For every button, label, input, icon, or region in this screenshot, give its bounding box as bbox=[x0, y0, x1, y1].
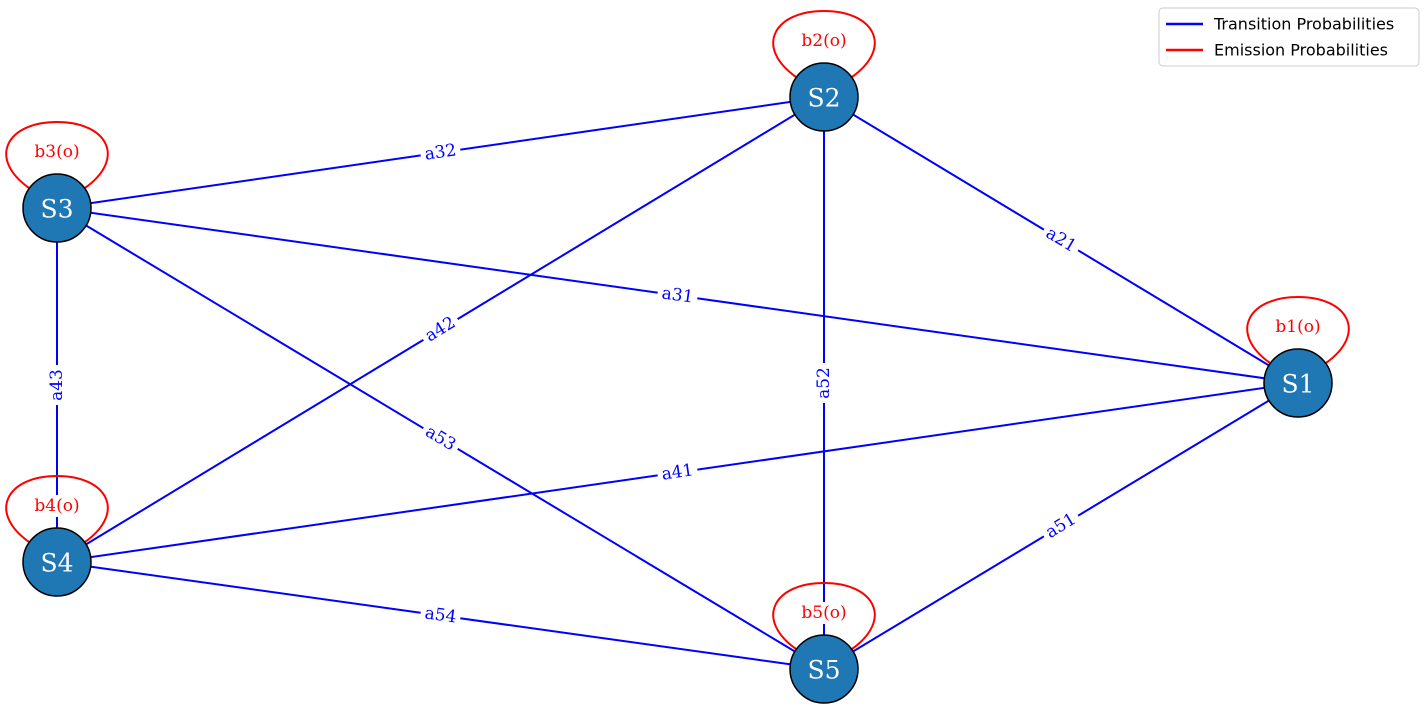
legend-transition-label: Transition Probabilities bbox=[1213, 15, 1394, 34]
state-label-S1: S1 bbox=[1281, 370, 1314, 399]
emission-label-bg bbox=[798, 30, 850, 52]
edge-label-bg bbox=[46, 365, 68, 405]
edge-labels-layer: a21 a31 a32 a41 a42 a43 a51 a52 a53 a54 bbox=[46, 138, 1084, 630]
emission-label-S3: b3(o) bbox=[34, 142, 79, 162]
edge-label-bg bbox=[417, 309, 464, 350]
emission-label-S4: b4(o) bbox=[34, 496, 79, 516]
emission-label-S2: b2(o) bbox=[801, 31, 846, 51]
emission-label-bg bbox=[798, 602, 850, 624]
state-label-S2: S2 bbox=[807, 84, 840, 113]
edges-layer bbox=[56, 96, 1299, 670]
emission-labels-layer: b1(o) b2(o) b3(o) b4(o) b5(o) bbox=[31, 30, 1324, 624]
state-label-S3: S3 bbox=[40, 195, 73, 224]
legend: Transition Probabilities Emission Probab… bbox=[1158, 7, 1420, 67]
edge-label-group-a52: a52 bbox=[813, 363, 835, 403]
edge-label-group-a53: a53 bbox=[417, 418, 464, 459]
state-node-S1 bbox=[1263, 348, 1333, 418]
state-label-S4: S4 bbox=[40, 549, 73, 578]
edge-label-group-a32: a32 bbox=[419, 138, 462, 167]
edge-label-a43: a43 bbox=[47, 369, 67, 401]
state-node-S5 bbox=[789, 634, 859, 704]
edge-label-a32: a32 bbox=[423, 140, 457, 164]
emission-label-bg bbox=[31, 141, 83, 163]
emission-label-S1: b1(o) bbox=[1275, 317, 1320, 337]
emission-loop-S4 bbox=[5, 474, 109, 543]
state-node-S4 bbox=[22, 527, 92, 597]
legend-emission-label: Emission Probabilities bbox=[1214, 41, 1388, 60]
state-node-S2 bbox=[789, 62, 859, 132]
edge-label-bg bbox=[417, 418, 464, 459]
edge-label-bg bbox=[1038, 220, 1084, 260]
edge-label-bg bbox=[813, 363, 835, 403]
state-label-S5: S5 bbox=[807, 656, 840, 685]
edge-label-bg bbox=[656, 281, 699, 310]
emission-label-bg bbox=[1272, 316, 1324, 338]
edge-label-group-a42: a42 bbox=[417, 309, 464, 350]
emission-label-S5: b5(o) bbox=[801, 603, 846, 623]
edge-label-bg bbox=[419, 138, 462, 167]
edge-label-group-a54: a54 bbox=[419, 601, 462, 630]
emission-loops-layer bbox=[5, 9, 1350, 650]
state-node-S3 bbox=[22, 173, 92, 243]
edge-label-a52: a52 bbox=[814, 367, 834, 399]
emission-loop-S2 bbox=[772, 9, 876, 78]
emission-label-bg bbox=[31, 495, 83, 517]
edge-label-a41: a41 bbox=[660, 460, 694, 484]
edge-label-group-a41: a41 bbox=[656, 458, 699, 487]
legend-box bbox=[1158, 7, 1420, 67]
edge-label-a31: a31 bbox=[660, 283, 694, 307]
edge-label-group-a43: a43 bbox=[46, 365, 68, 405]
edge-label-bg bbox=[656, 458, 699, 487]
edge-label-bg bbox=[419, 601, 462, 630]
edge-label-bg bbox=[1038, 506, 1084, 546]
edge-label-group-a31: a31 bbox=[656, 281, 699, 310]
emission-loop-S3 bbox=[5, 120, 109, 189]
emission-loop-S5 bbox=[772, 581, 876, 650]
edge-label-group-a51: a51 bbox=[1038, 506, 1084, 546]
edge-label-group-a21: a21 bbox=[1038, 220, 1084, 260]
edge-label-a54: a54 bbox=[423, 603, 457, 627]
emission-loop-S1 bbox=[1246, 295, 1350, 364]
